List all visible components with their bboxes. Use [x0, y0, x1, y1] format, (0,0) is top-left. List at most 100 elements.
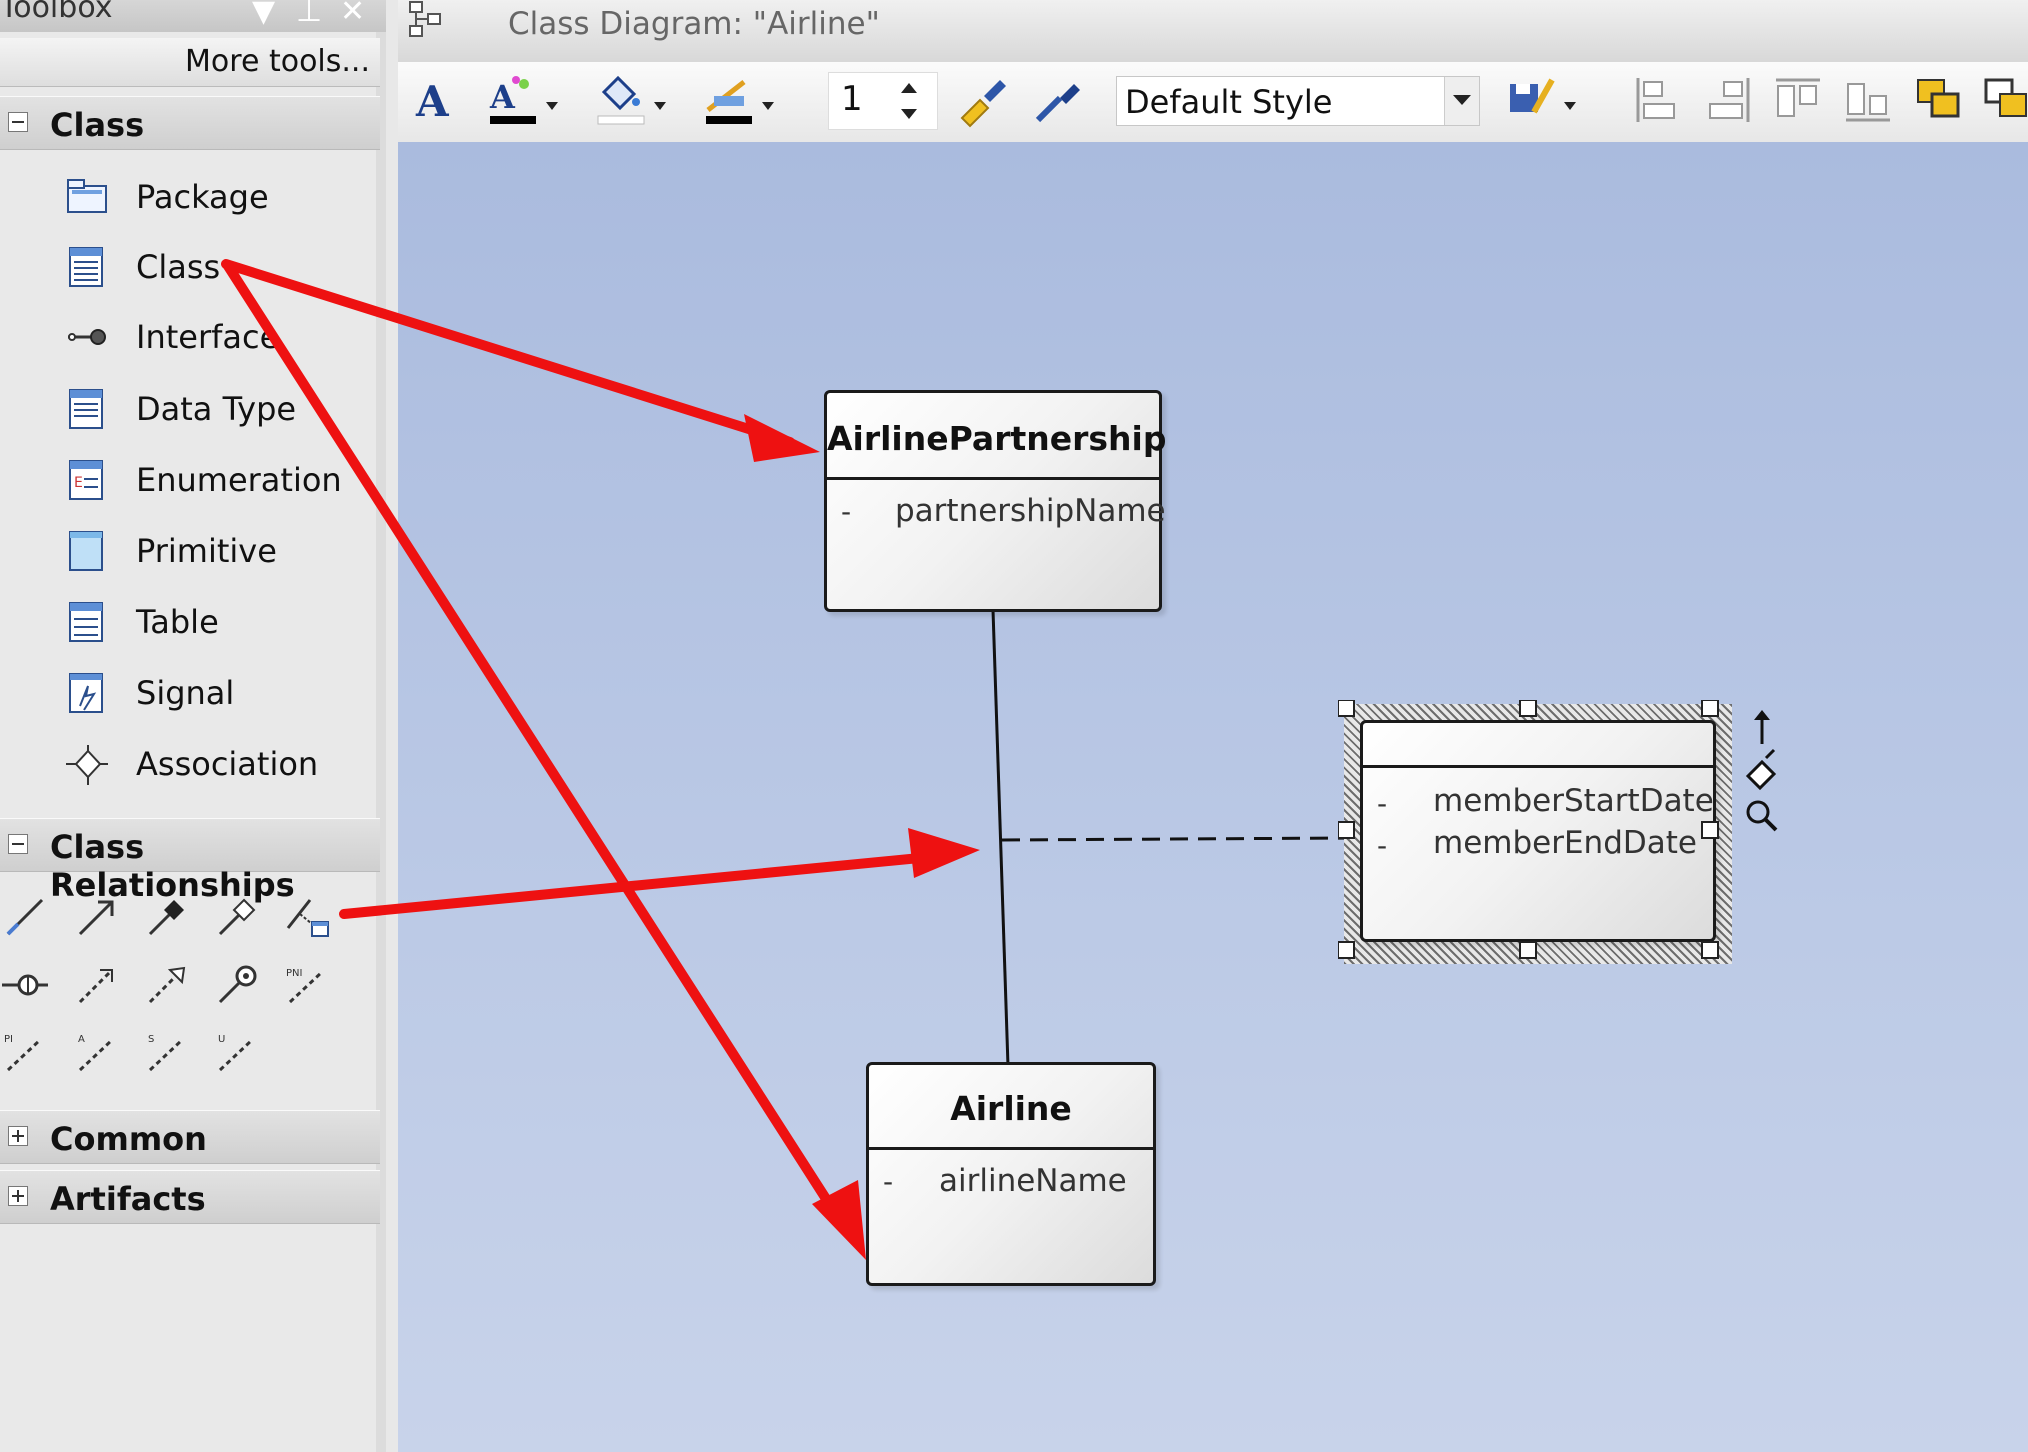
align-top-icon[interactable]: [1770, 72, 1826, 128]
svg-text:A: A: [78, 1034, 85, 1045]
line-width-field[interactable]: 1: [828, 72, 938, 130]
close-icon[interactable]: ✕: [340, 0, 366, 29]
diagram-tab[interactable]: Class Diagram: "Airline": [398, 0, 2028, 63]
diagram-title: Class Diagram: "Airline": [508, 6, 880, 42]
chevron-down-icon[interactable]: [1444, 77, 1479, 125]
usage-icon[interactable]: [214, 962, 260, 1008]
spinner-icon[interactable]: [889, 77, 929, 125]
association-class[interactable]: - memberStartDate - memberEndDate: [1360, 720, 1716, 942]
toolbox-item-primitive[interactable]: Primitive: [0, 522, 380, 582]
align-bottom-icon[interactable]: [1840, 72, 1896, 128]
resize-handle[interactable]: [1701, 941, 1719, 959]
align-left-icon[interactable]: [1630, 72, 1686, 128]
toolbox-item-package[interactable]: Package: [0, 168, 380, 228]
collapse-icon[interactable]: [8, 112, 28, 132]
toolbox-item-data-type[interactable]: Data Type: [0, 380, 380, 440]
svg-text:U: U: [218, 1034, 225, 1045]
directed-association-icon[interactable]: [74, 894, 120, 940]
nesting-icon[interactable]: [2, 962, 48, 1008]
toolbox-item-interface[interactable]: Interface: [0, 308, 380, 368]
style-select[interactable]: Default Style: [1116, 76, 1480, 126]
toolbox-item-label: Signal: [136, 674, 235, 712]
association-line-icon[interactable]: [2, 894, 48, 940]
bring-to-front-icon[interactable]: [1912, 72, 1968, 128]
line-width-value: 1: [841, 79, 863, 119]
collapse-icon[interactable]: [8, 834, 28, 854]
attribute-label: partnershipName: [895, 493, 1166, 529]
visibility-marker: -: [841, 495, 852, 528]
expand-icon[interactable]: [8, 1186, 28, 1206]
expand-icon[interactable]: [8, 1126, 28, 1146]
fill-color-icon[interactable]: [596, 72, 672, 128]
diagram-icon: [409, 1, 441, 37]
zoom-icon[interactable]: [1746, 800, 1778, 832]
section-class-label: Class: [50, 106, 145, 144]
toolbox-panel: Toolbox ▼ ⊥ ✕ More tools... Class Packag…: [0, 0, 386, 1452]
toolbox-item-label: Interface: [136, 318, 280, 356]
toolbox-item-label: Primitive: [136, 532, 277, 570]
abstraction-dependency-icon[interactable]: A: [74, 1030, 120, 1076]
more-tools-button[interactable]: More tools...: [185, 44, 370, 79]
pin-icon[interactable]: ⊥: [296, 0, 323, 29]
quick-linker-arrow-icon[interactable]: [1754, 710, 1770, 744]
toolbox-item-label: Data Type: [136, 390, 297, 428]
dependency-icon[interactable]: [74, 962, 120, 1008]
section-artifacts-label: Artifacts: [50, 1180, 206, 1218]
line-color-icon[interactable]: [704, 72, 780, 128]
svg-text:PNI: PNI: [286, 968, 302, 979]
compartment-divider: [827, 477, 1159, 480]
aggregation-icon[interactable]: [214, 894, 260, 940]
svg-text:E: E: [74, 475, 83, 491]
toolbox-item-enumeration[interactable]: E Enumeration: [0, 451, 380, 511]
resize-handle[interactable]: [1519, 941, 1537, 959]
resize-handle[interactable]: [1338, 821, 1355, 839]
toolbox-item-association[interactable]: Association: [0, 735, 380, 795]
font-icon[interactable]: A: [412, 76, 460, 124]
table-icon: [69, 602, 103, 642]
dropdown-icon[interactable]: ▼: [252, 0, 276, 29]
send-to-back-icon[interactable]: [1980, 72, 2028, 128]
substitution-dependency-icon[interactable]: S: [144, 1030, 190, 1076]
format-painter-icon[interactable]: [956, 72, 1012, 128]
font-color-icon[interactable]: A: [488, 72, 564, 128]
toolbox-title: Toolbox: [0, 0, 113, 25]
toolbox-item-class[interactable]: Class: [0, 238, 380, 298]
resize-handle[interactable]: [1701, 821, 1719, 839]
save-style-icon[interactable]: [1504, 72, 1584, 128]
diagram-canvas[interactable]: [398, 142, 2028, 1452]
primitive-icon: [69, 531, 103, 571]
visibility-marker: -: [1377, 787, 1388, 820]
class-airline-partnership[interactable]: AirlinePartnership - partnershipName: [824, 390, 1166, 612]
toolbox-item-table[interactable]: Table: [0, 593, 380, 653]
style-select-value: Default Style: [1125, 83, 1333, 121]
toolbox-item-signal[interactable]: Signal: [0, 664, 380, 724]
compartment-divider: [869, 1147, 1153, 1150]
association-class-icon[interactable]: [284, 894, 330, 940]
composition-icon[interactable]: [144, 894, 190, 940]
enumeration-icon: E: [69, 460, 103, 500]
class-airline[interactable]: Airline - airlineName: [866, 1062, 1156, 1286]
eyedropper-icon[interactable]: [1030, 72, 1086, 128]
trace-dependency-icon[interactable]: PNI: [284, 962, 330, 1008]
import-dependency-icon[interactable]: PI: [2, 1030, 48, 1076]
usage-dependency-icon[interactable]: U: [214, 1030, 260, 1076]
resize-handle[interactable]: [1519, 700, 1537, 717]
resize-handle[interactable]: [1701, 700, 1719, 717]
paint-bucket-icon[interactable]: [1745, 748, 1777, 791]
visibility-marker: -: [883, 1165, 894, 1198]
section-relationships-header[interactable]: Class Relationships: [0, 818, 380, 904]
svg-text:A: A: [415, 77, 450, 124]
element-quick-tools: [1745, 710, 1778, 832]
resize-handle[interactable]: [1338, 941, 1355, 959]
toolbox-item-label: Class: [136, 248, 221, 286]
section-artifacts-header[interactable]: Artifacts: [0, 1170, 380, 1224]
section-class-header[interactable]: Class: [0, 96, 380, 150]
section-common-header[interactable]: Common: [0, 1110, 380, 1164]
signal-icon: [69, 673, 103, 713]
interface-icon: [68, 329, 106, 345]
selection-handles: [1338, 700, 1719, 959]
resize-handle[interactable]: [1338, 700, 1355, 717]
section-relationships-label: Class Relationships: [50, 828, 295, 904]
realization-icon[interactable]: [144, 962, 190, 1008]
align-right-icon[interactable]: [1700, 72, 1756, 128]
